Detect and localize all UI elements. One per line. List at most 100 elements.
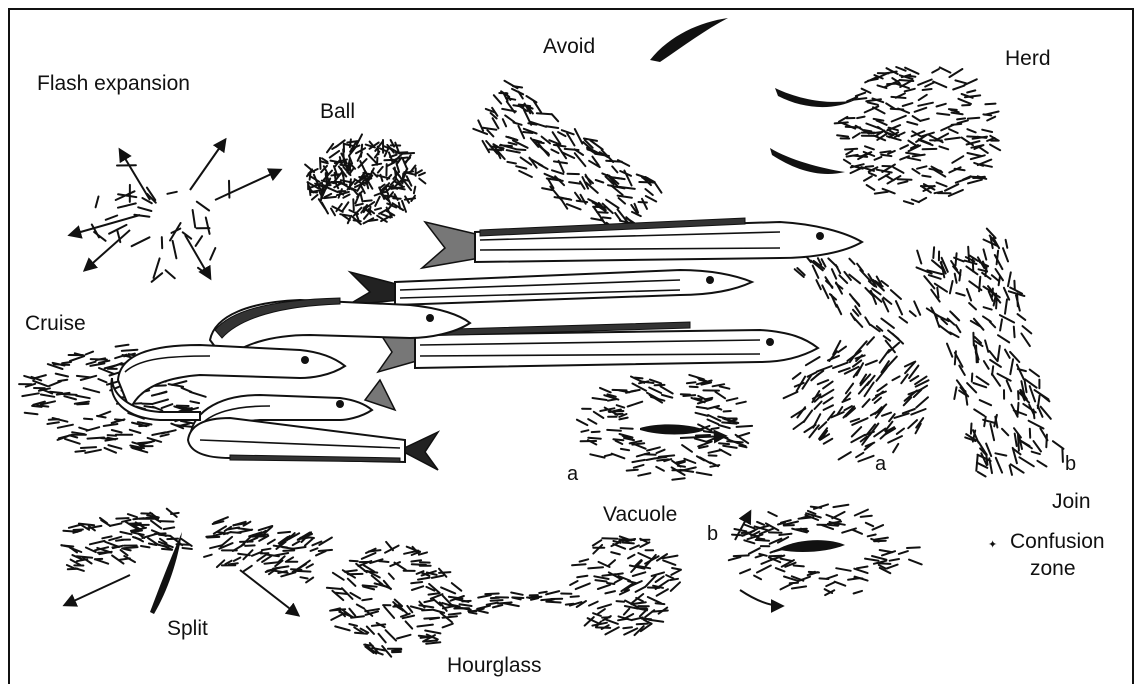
small-fish: [784, 392, 798, 398]
small-fish: [892, 376, 899, 380]
small-fish: [759, 526, 769, 529]
small-fish: [856, 93, 865, 96]
small-fish: [357, 134, 362, 145]
small-fish: [856, 453, 863, 457]
small-fish: [537, 113, 552, 114]
small-fish: [230, 532, 240, 533]
small-fish: [980, 148, 988, 153]
small-fish: [130, 430, 141, 433]
small-fish: [417, 625, 433, 627]
small-fish: [897, 429, 904, 434]
small-fish: [1019, 457, 1033, 466]
small-fish: [98, 379, 106, 382]
small-fish: [822, 285, 828, 298]
small-fish: [816, 280, 820, 289]
small-fish: [920, 119, 929, 121]
small-fish: [821, 390, 834, 398]
small-fish: [141, 546, 150, 547]
small-fish: [866, 361, 877, 365]
small-fish: [985, 340, 988, 351]
small-fish: [671, 582, 680, 591]
small-fish: [835, 122, 848, 123]
small-fish: [908, 76, 916, 77]
small-fish: [1018, 403, 1019, 415]
small-fish: [757, 522, 764, 525]
small-fish: [589, 602, 598, 606]
small-fish: [937, 183, 947, 187]
small-fish: [757, 566, 771, 573]
small-fish: [491, 600, 503, 601]
small-fish: [874, 541, 886, 542]
small-fish: [594, 576, 608, 579]
small-fish: [331, 209, 335, 216]
label-vacuole-b: b: [707, 523, 718, 545]
small-fish: [756, 555, 763, 557]
small-fish: [972, 374, 973, 382]
small-fish: [418, 578, 430, 580]
small-fish: [648, 597, 661, 603]
small-fish: [512, 597, 523, 598]
small-fish: [621, 428, 633, 429]
small-fish: [855, 510, 868, 516]
small-fish: [1000, 319, 1002, 330]
small-fish: [976, 455, 977, 471]
small-fish: [262, 549, 271, 550]
small-fish: [619, 198, 626, 204]
small-fish: [984, 361, 989, 369]
small-fish: [837, 135, 848, 136]
small-fish: [633, 572, 646, 576]
small-fish: [172, 381, 186, 385]
small-fish: [577, 576, 587, 577]
small-fish: [709, 450, 722, 453]
small-fish: [624, 171, 631, 186]
small-fish: [462, 601, 470, 602]
small-fish: [603, 217, 611, 218]
join-b-cluster: [917, 229, 1064, 477]
small-fish: [385, 546, 399, 553]
label-herd: Herd: [1005, 47, 1051, 70]
small-fish: [244, 566, 252, 571]
small-fish: [891, 109, 904, 110]
small-fish: [956, 325, 960, 332]
small-fish: [364, 200, 372, 201]
small-fish: [793, 373, 801, 379]
small-fish: [570, 581, 578, 585]
small-fish: [929, 275, 941, 279]
small-fish: [606, 200, 619, 208]
small-fish: [713, 384, 725, 386]
small-fish: [345, 144, 354, 146]
small-fish: [980, 164, 992, 167]
small-fish: [364, 214, 368, 219]
label-hourglass: Hourglass: [447, 654, 542, 677]
small-fish: [330, 151, 339, 158]
small-fish: [99, 361, 109, 363]
small-fish: [588, 567, 603, 568]
small-fish: [41, 395, 54, 397]
small-fish: [638, 553, 651, 559]
small-fish: [384, 160, 396, 161]
small-fish: [348, 579, 356, 586]
small-fish: [661, 386, 673, 393]
small-fish: [50, 392, 62, 393]
small-fish: [977, 377, 989, 385]
label-avoid: Avoid: [543, 35, 595, 58]
small-fish: [153, 400, 168, 404]
small-fish: [343, 202, 349, 210]
split-arrow: [240, 570, 298, 615]
small-fish: [1062, 449, 1063, 462]
small-fish: [973, 259, 974, 271]
small-fish: [424, 641, 437, 642]
small-fish: [411, 606, 424, 609]
label-cruise: Cruise: [25, 312, 86, 335]
small-fish: [439, 572, 450, 573]
small-fish: [954, 387, 956, 399]
small-fish: [238, 528, 251, 530]
small-fish: [386, 630, 396, 640]
small-fish: [1033, 410, 1034, 419]
small-fish: [539, 592, 547, 593]
small-fish: [432, 576, 443, 578]
small-fish: [76, 568, 84, 571]
small-fish: [967, 129, 975, 132]
small-fish: [914, 301, 920, 314]
small-fish: [949, 69, 962, 77]
